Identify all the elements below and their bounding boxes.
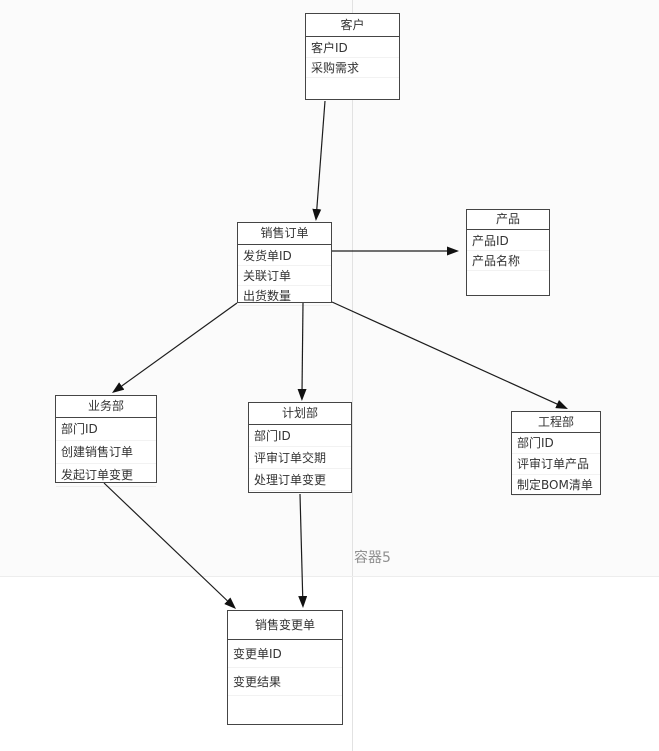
connector-sales-order-to-business-dept[interactable] [112, 302, 238, 393]
entity-business-dept-title: 业务部 [56, 396, 156, 418]
entity-sales-order-body: 发货单ID 关联订单 出货数量 [238, 245, 331, 306]
entity-planning-dept[interactable]: 计划部 部门ID 评审订单交期 处理订单变更 [248, 402, 352, 493]
entity-sales-order[interactable]: 销售订单 发货单ID 关联订单 出货数量 [237, 222, 332, 303]
entity-sales-change-order-body: 变更单ID 变更结果 [228, 640, 342, 696]
entity-attribute: 发起订单变更 [56, 464, 156, 487]
entity-customer-body: 客户ID 采购需求 [306, 37, 399, 78]
entity-attribute: 产品ID [467, 231, 549, 251]
entity-attribute: 评审订单产品 [512, 454, 600, 475]
container-vertical-border [352, 0, 353, 751]
connector-customer-to-sales-order[interactable] [312, 100, 326, 221]
entity-attribute: 部门ID [512, 433, 600, 454]
container-horizontal-border [0, 576, 659, 577]
entity-attribute: 发货单ID [238, 246, 331, 266]
entity-attribute: 出货数量 [238, 286, 331, 306]
entity-customer-title: 客户 [306, 14, 399, 37]
entity-product-title: 产品 [467, 210, 549, 230]
entity-attribute: 变更结果 [228, 668, 342, 696]
entity-planning-dept-body: 部门ID 评审订单交期 处理订单变更 [249, 425, 351, 491]
entity-attribute: 变更单ID [228, 640, 342, 668]
entity-attribute: 处理订单变更 [249, 469, 351, 491]
entity-business-dept[interactable]: 业务部 部门ID 创建销售订单 发起订单变更 [55, 395, 157, 483]
entity-engineering-dept-body: 部门ID 评审订单产品 制定BOM清单 [512, 433, 600, 496]
entity-product[interactable]: 产品 产品ID 产品名称 [466, 209, 550, 296]
entity-attribute: 创建销售订单 [56, 441, 156, 464]
connector-planning-dept-to-change-order[interactable] [298, 493, 308, 608]
entity-engineering-dept[interactable]: 工程部 部门ID 评审订单产品 制定BOM清单 [511, 411, 601, 495]
connector-sales-order-to-planning-dept[interactable] [297, 302, 307, 401]
container-label[interactable]: 容器5 [354, 550, 391, 566]
entity-engineering-dept-title: 工程部 [512, 412, 600, 433]
entity-attribute: 评审订单交期 [249, 447, 351, 469]
entity-product-body: 产品ID 产品名称 [467, 230, 549, 271]
entity-planning-dept-title: 计划部 [249, 403, 351, 425]
entity-attribute: 制定BOM清单 [512, 475, 600, 496]
entity-business-dept-body: 部门ID 创建销售订单 发起订单变更 [56, 418, 156, 487]
entity-attribute: 关联订单 [238, 266, 331, 286]
connector-business-dept-to-change-order[interactable] [103, 482, 236, 610]
entity-sales-change-order-title: 销售变更单 [228, 611, 342, 640]
entity-attribute: 客户ID [306, 38, 399, 58]
entity-customer[interactable]: 客户 客户ID 采购需求 [305, 13, 400, 100]
entity-sales-order-title: 销售订单 [238, 223, 331, 245]
entity-attribute: 采购需求 [306, 58, 399, 78]
entity-sales-change-order[interactable]: 销售变更单 变更单ID 变更结果 [227, 610, 343, 725]
entity-attribute: 部门ID [56, 418, 156, 441]
entity-attribute: 产品名称 [467, 251, 549, 271]
entity-attribute: 部门ID [249, 425, 351, 447]
connector-sales-order-to-engineering-dept[interactable] [331, 301, 568, 410]
